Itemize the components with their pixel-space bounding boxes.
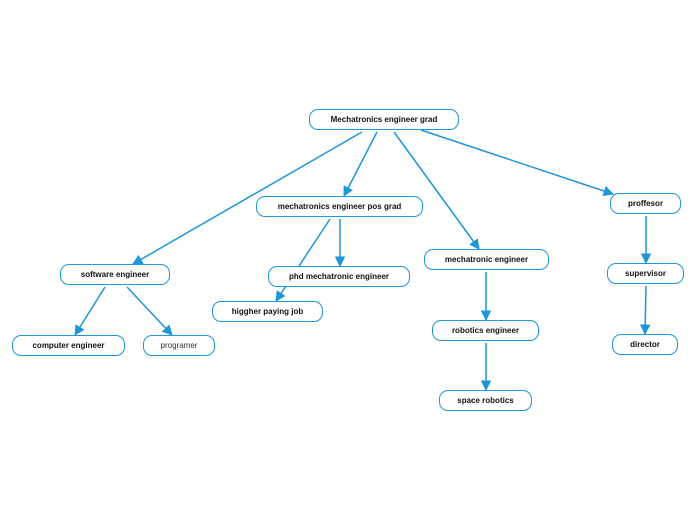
edge-software-to-computer [74,286,106,336]
node-computer-engineer[interactable]: computer engineer [12,335,125,356]
node-robotics-engineer[interactable]: robotics engineer [432,320,539,341]
edge-software-to-programer [126,286,173,336]
node-proffesor[interactable]: proffesor [610,193,681,214]
node-mechatronic-engineer[interactable]: mechatronic engineer [424,249,549,270]
node-mechatronics-engineer-pos-grad[interactable]: mechatronics engineer pos grad [256,196,423,217]
edge-root-to-mech_eng [393,131,480,250]
node-supervisor[interactable]: supervisor [607,263,684,284]
node-higgher-paying-job[interactable]: higgher paying job [212,301,323,322]
edge-pos_grad-to-higher_pay [275,218,331,302]
node-space-robotics[interactable]: space robotics [439,390,532,411]
edge-supervisor-to-director [639,285,651,336]
edge-root-to-proffesor [420,129,614,196]
node-programer[interactable]: programer [143,335,215,356]
node-phd-mechatronic-engineer[interactable]: phd mechatronic engineer [268,266,410,287]
node-software-engineer[interactable]: software engineer [60,264,170,285]
node-mechatronics-engineer-grad[interactable]: Mechatronics engineer grad [309,109,459,130]
node-director[interactable]: director [612,334,678,355]
edge-root-to-pos_grad [343,131,378,197]
edge-root-to-software [132,131,363,265]
